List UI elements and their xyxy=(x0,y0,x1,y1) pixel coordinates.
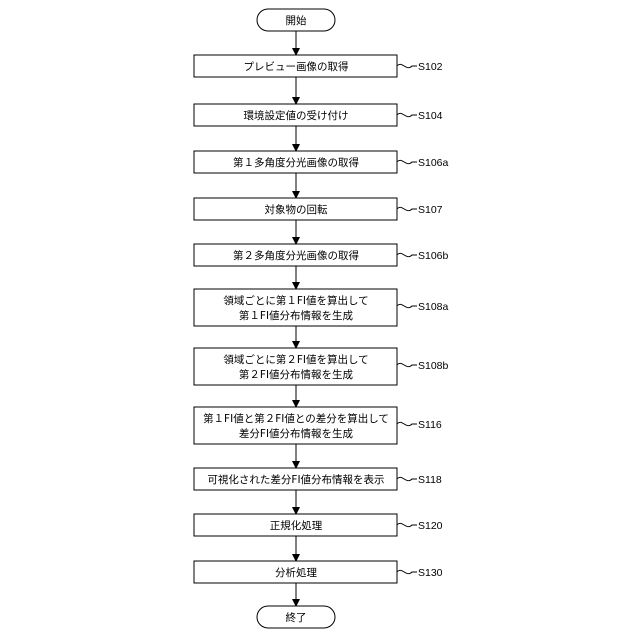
step-box-s104: 環境設定値の受け付け S104 xyxy=(194,104,443,126)
step-label-s102: S102 xyxy=(418,61,443,73)
step-label-s106a: S106a xyxy=(418,157,449,169)
step-text: 分析処理 xyxy=(275,566,317,579)
step-box-s107: 対象物の回転 S107 xyxy=(194,198,443,220)
step-text: 環境設定値の受け付け xyxy=(244,109,349,122)
step-text-line-1: 領域ごとに第１FI値を算出して xyxy=(223,294,368,307)
leader-line xyxy=(397,570,417,573)
leader-line xyxy=(397,160,417,163)
step-text: 対象物の回転 xyxy=(265,203,328,216)
step-box-s116: 第１FI値と第２FI値との差分を算出して 差分FI値分布情報を生成 S116 xyxy=(194,407,442,444)
step-label-s107: S107 xyxy=(418,204,443,216)
step-box-s102: プレビュー画像の取得 S102 xyxy=(194,55,443,77)
step-label-s108a: S108a xyxy=(418,301,449,313)
step-text: プレビュー画像の取得 xyxy=(244,61,349,73)
step-text: 正規化処理 xyxy=(270,519,323,532)
step-text-line-2: 第１FI値分布情報を生成 xyxy=(239,309,354,322)
end-terminal: 終了 xyxy=(257,606,335,628)
step-text-line-1: 領域ごとに第２FI値を算出して xyxy=(223,353,368,366)
step-label-s104: S104 xyxy=(418,110,443,122)
step-box-s108b: 領域ごとに第２FI値を算出して 第２FI値分布情報を生成 S108b xyxy=(194,348,449,385)
step-label-s130: S130 xyxy=(418,567,443,579)
leader-line xyxy=(397,304,417,307)
step-label-s108b: S108b xyxy=(418,360,449,372)
step-text-line-2: 第２FI値分布情報を生成 xyxy=(239,368,354,381)
step-label-s116: S116 xyxy=(418,419,442,431)
step-box-s130: 分析処理 S130 xyxy=(194,561,443,583)
step-box-s118: 可視化された差分FI値分布情報を表示 S118 xyxy=(194,468,442,490)
step-label-s106b: S106b xyxy=(418,250,449,262)
leader-line xyxy=(397,64,417,67)
step-text-line-2: 差分FI値分布情報を生成 xyxy=(239,427,354,440)
step-text-line-1: 第１FI値と第２FI値との差分を算出して xyxy=(203,412,389,425)
leader-line xyxy=(397,253,417,256)
start-label: 開始 xyxy=(286,14,307,27)
step-text: 可視化された差分FI値分布情報を表示 xyxy=(207,473,384,486)
leader-line xyxy=(397,363,417,366)
leader-line xyxy=(397,523,417,526)
step-box-s106b: 第２多角度分光画像の取得 S106b xyxy=(194,244,449,266)
leader-line xyxy=(397,477,417,480)
step-label-s120: S120 xyxy=(418,520,443,532)
leader-line xyxy=(397,113,417,116)
start-terminal: 開始 xyxy=(257,9,335,31)
step-label-s118: S118 xyxy=(418,474,442,486)
leader-line xyxy=(397,422,417,425)
step-box-s120: 正規化処理 S120 xyxy=(194,514,443,536)
leader-line xyxy=(397,207,417,210)
step-box-s108a: 領域ごとに第１FI値を算出して 第１FI値分布情報を生成 S108a xyxy=(194,289,449,326)
step-text: 第１多角度分光画像の取得 xyxy=(233,156,359,169)
end-label: 終了 xyxy=(286,611,307,624)
step-text: 第２多角度分光画像の取得 xyxy=(233,249,359,262)
step-box-s106a: 第１多角度分光画像の取得 S106a xyxy=(194,151,449,173)
